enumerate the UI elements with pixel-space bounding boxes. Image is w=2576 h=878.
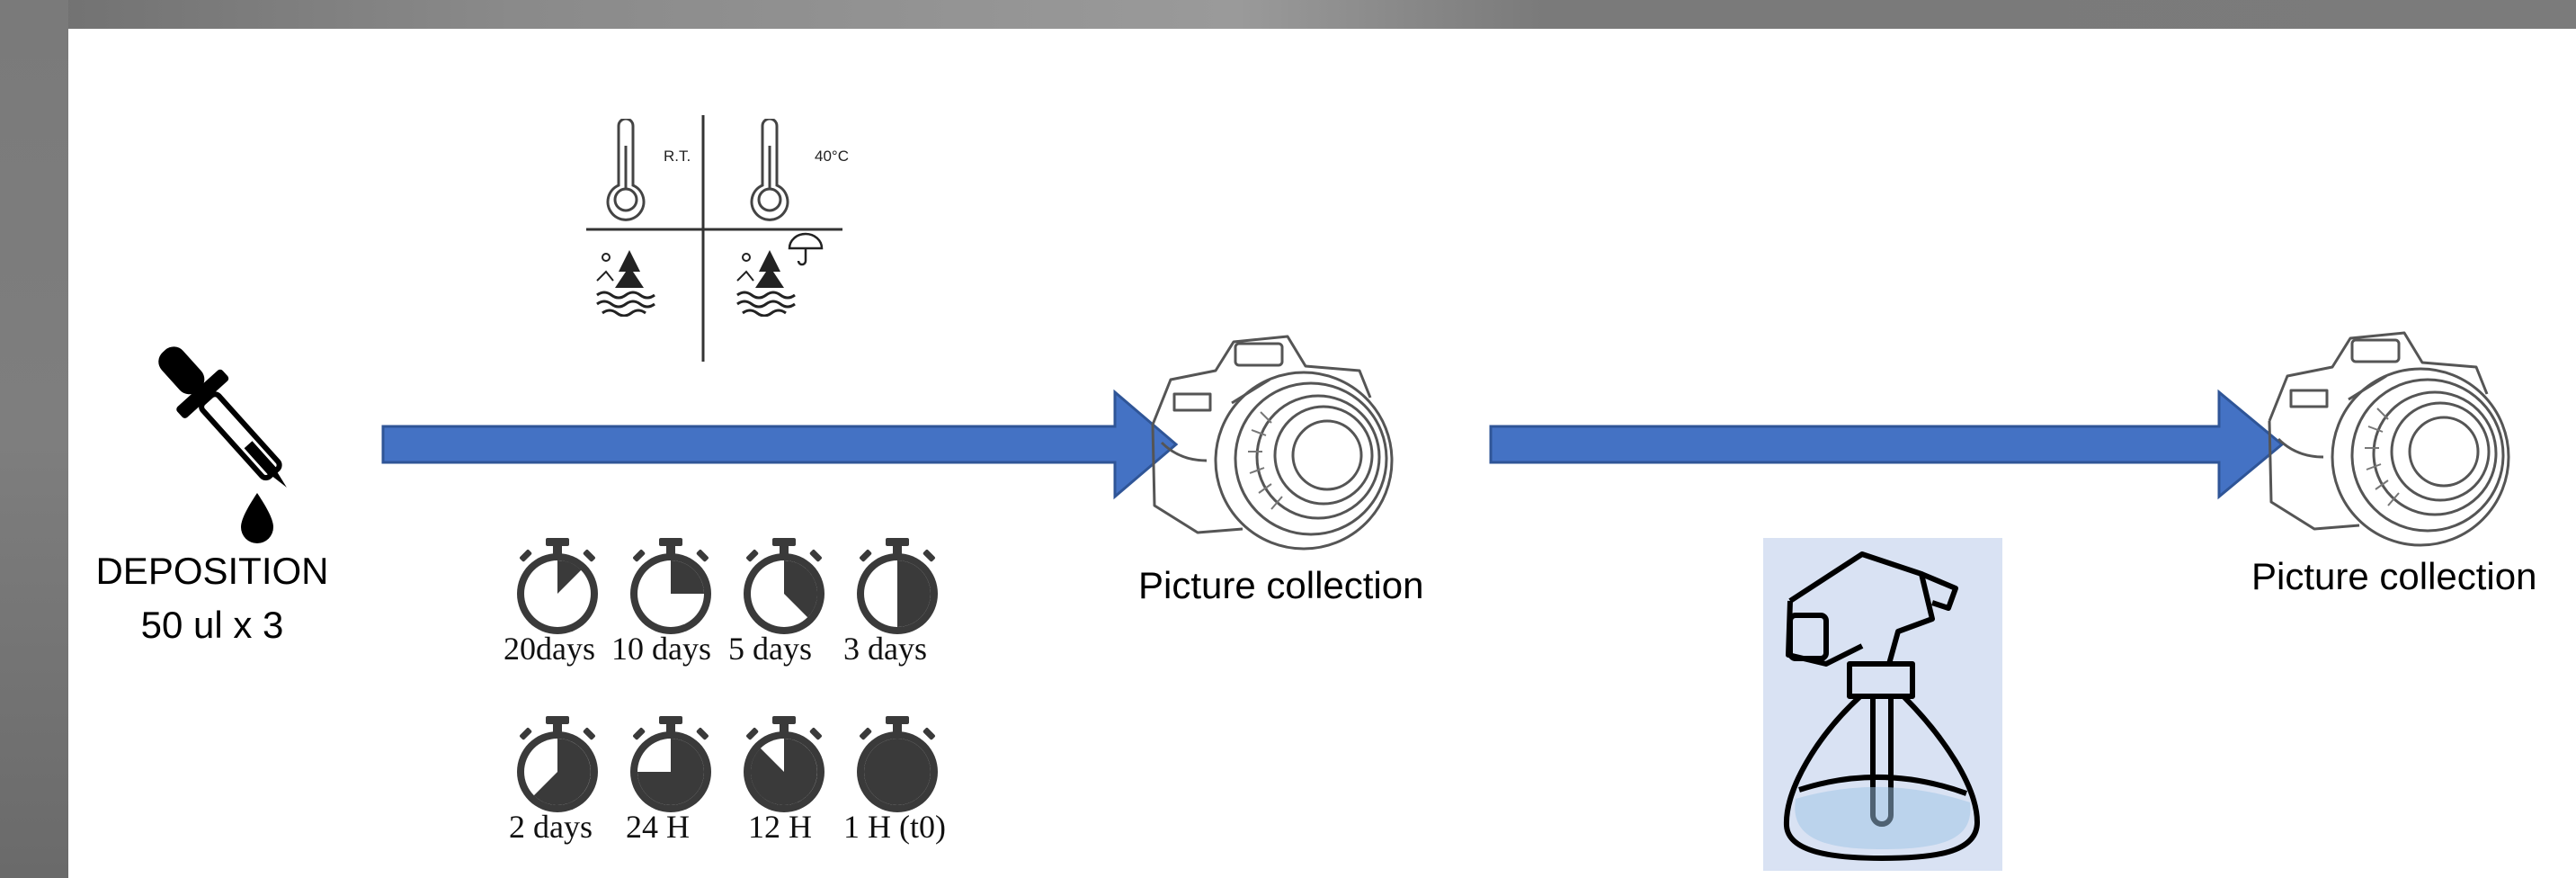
timer-label: 10 days (611, 631, 711, 667)
timer-label: 2 days (509, 809, 593, 845)
window-frame-top (0, 0, 2576, 29)
umbrella-icon (788, 232, 824, 266)
dropper-icon (158, 346, 287, 543)
stopwatch-icon (857, 716, 938, 812)
camera-icon (1151, 335, 1394, 551)
stopwatch-icon (744, 538, 824, 634)
timer-grid (517, 538, 938, 812)
timer-label: 1 H (t0) (843, 809, 946, 845)
timer-label: 12 H (748, 809, 812, 845)
stopwatch-icon (517, 716, 598, 812)
stopwatch-icon (517, 538, 598, 634)
window-frame-left (0, 0, 68, 878)
landscape-icon (596, 250, 655, 317)
picture-collection-label: Picture collection (1138, 564, 1424, 606)
landscape-icon (736, 250, 796, 317)
thermometer-icon (750, 119, 789, 221)
stopwatch-icon (857, 538, 938, 634)
room-temp-label: R.T. (664, 148, 691, 165)
timer-label: 3 days (843, 631, 927, 667)
stopwatch-icon (630, 716, 711, 812)
stopwatch-icon (630, 538, 711, 634)
timer-label: 20days (504, 631, 595, 667)
diagram-slide: DEPOSITION 50 ul x 3 R.T. 40°C (68, 29, 2576, 878)
thermometer-icon (606, 119, 646, 221)
conditions-grid (586, 115, 842, 362)
spray-bottle-icon (1783, 551, 1980, 861)
process-arrow-1 (381, 389, 1179, 500)
deposition-volume: 50 ul x 3 (140, 604, 284, 646)
process-arrow-2 (1489, 389, 2285, 500)
timer-label: 24 H (626, 809, 690, 845)
stopwatch-icon (744, 716, 824, 812)
camera-icon (2268, 331, 2510, 547)
picture-collection-label: Picture collection (2251, 555, 2537, 597)
deposition-title: DEPOSITION (95, 550, 329, 592)
heat-label: 40°C (815, 148, 849, 165)
timer-label: 5 days (728, 631, 812, 667)
